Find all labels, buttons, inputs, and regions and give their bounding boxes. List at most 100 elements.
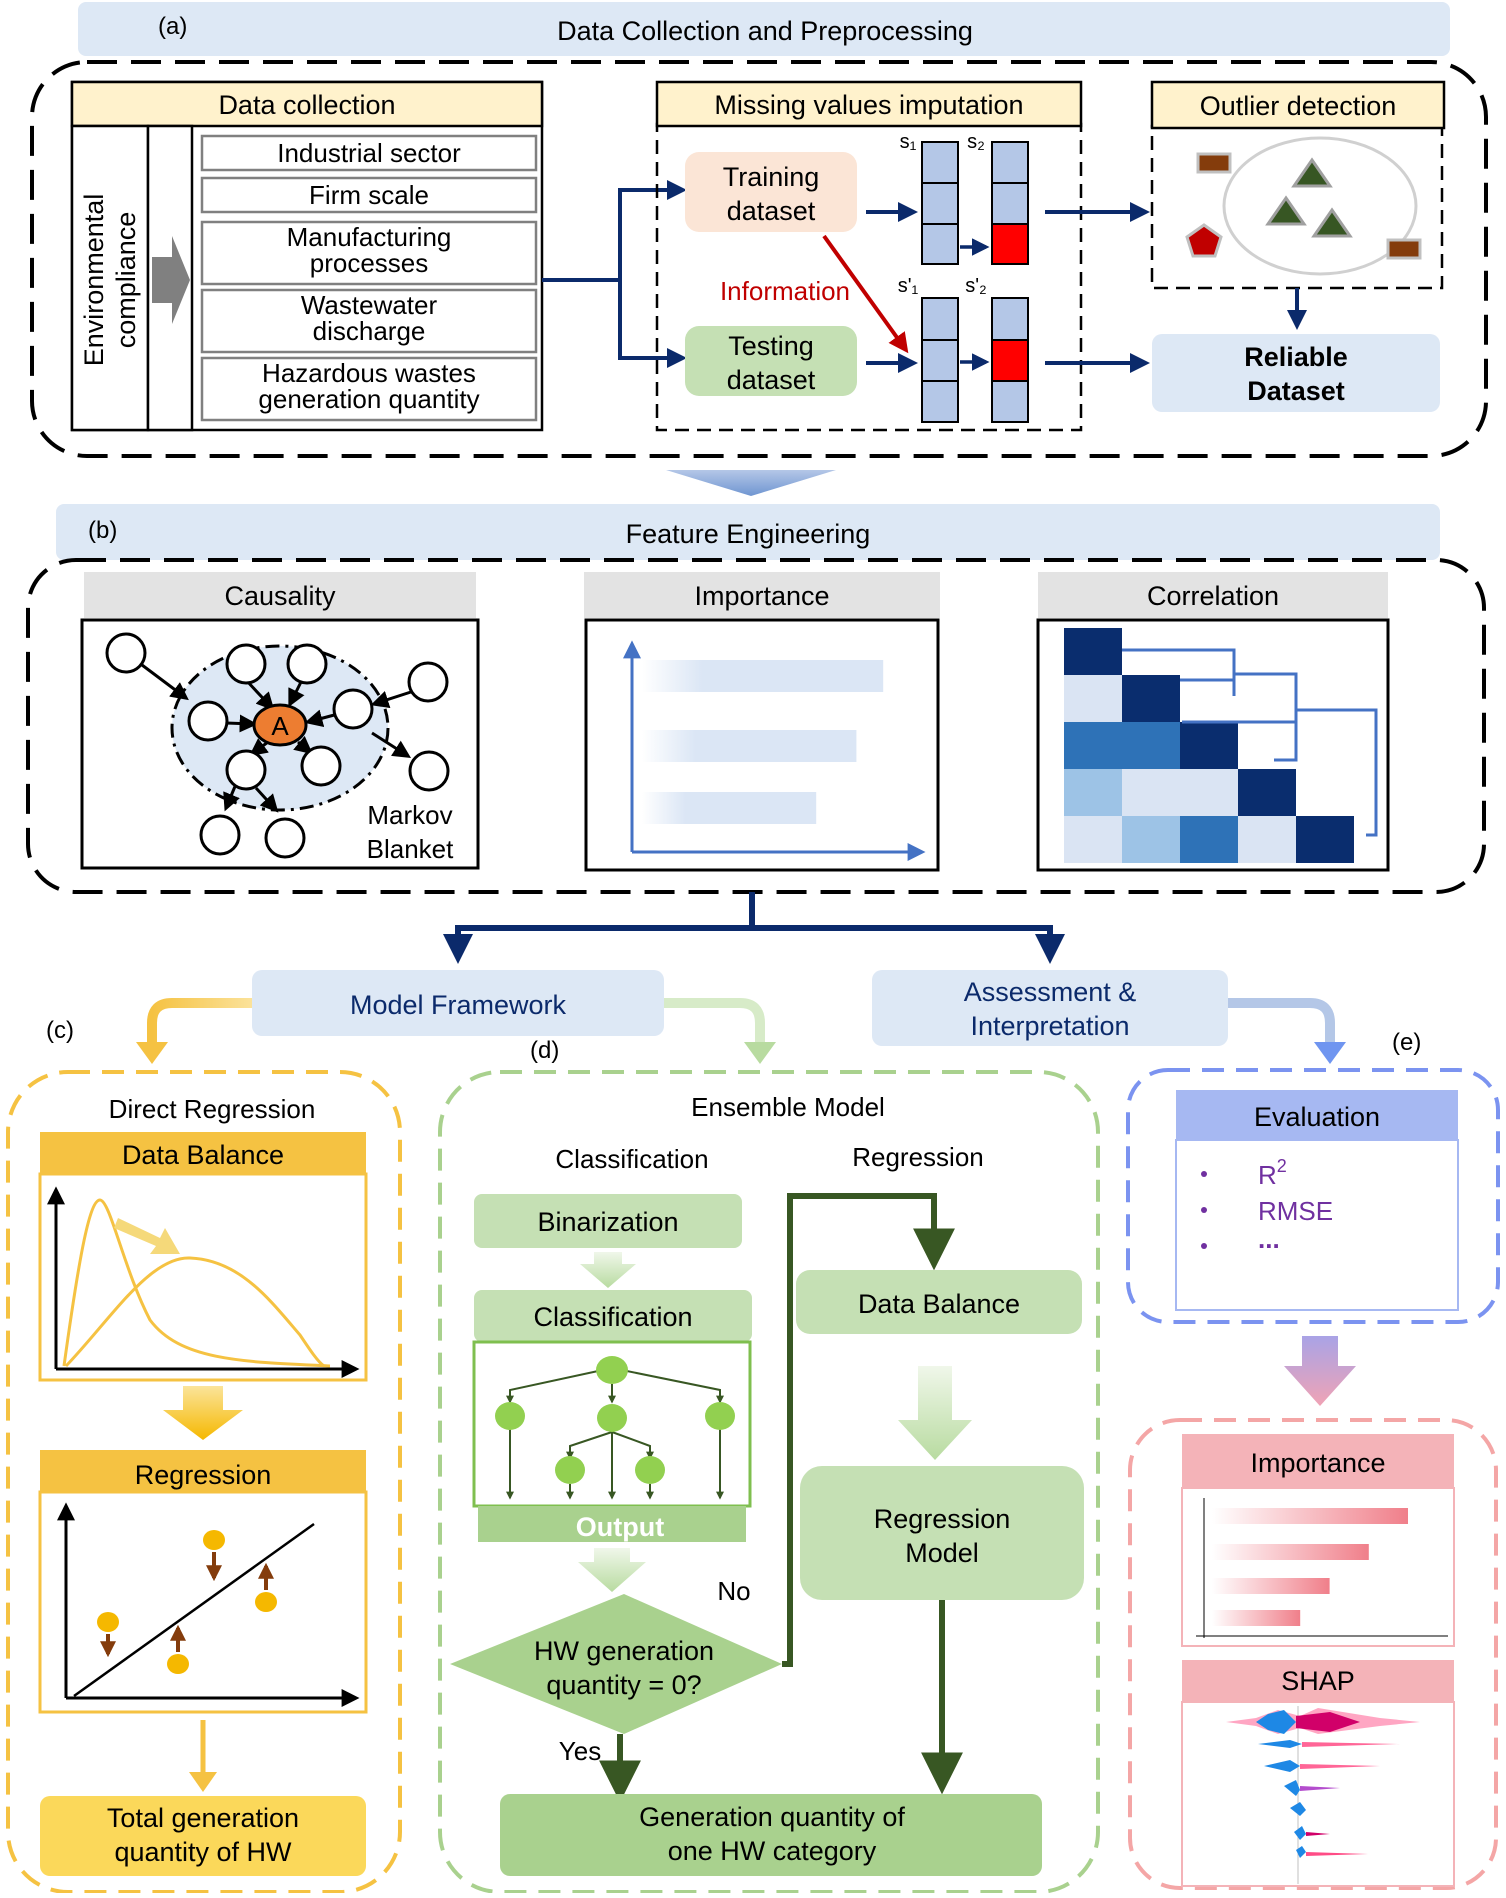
markov-blanket-label-1: Markov (367, 800, 452, 830)
e-down-arrow (1284, 1336, 1356, 1406)
panel-e-interpret-frame (1128, 1418, 1498, 1890)
panel-e-letter: (e) (1392, 1029, 1421, 1056)
correlation-header-label: Correlation (1147, 581, 1279, 611)
collection-item-label: discharge (313, 316, 426, 346)
decision-tree-nodes (495, 1356, 735, 1484)
d-down-arrow-3 (898, 1366, 972, 1460)
causality-header-label: Causality (224, 581, 336, 611)
collection-item-label: Hazardous wastes (262, 358, 476, 388)
data-collection-block: Data collection Environmental compliance… (70, 80, 544, 432)
heatmap-cell (1122, 722, 1180, 769)
classification-box-label: Classification (533, 1302, 692, 1332)
metric-more: ... (1258, 1224, 1280, 1254)
heatmap-cell (1180, 722, 1238, 769)
vertical-label-environmental: Environmental (79, 194, 109, 367)
decision-label-1: HW generation (534, 1636, 714, 1666)
heatmap-cell (1122, 816, 1180, 863)
decision-label-2: quantity = 0? (546, 1670, 701, 1700)
collection-item-label: processes (310, 248, 429, 278)
testing-dataset-box (685, 326, 857, 396)
importance-bar (642, 660, 884, 692)
heatmap-cell (1064, 816, 1122, 863)
metric-r2-exponent: 2 (1277, 1156, 1287, 1176)
importance-bar (642, 730, 857, 762)
collection-item-label: Wastewater (301, 290, 438, 320)
regression-model-box (800, 1466, 1084, 1600)
imputation-header-label: Missing values imputation (714, 90, 1023, 120)
e-importance-label: Importance (1250, 1448, 1385, 1478)
model-framework-box (252, 970, 664, 1036)
generation-quantity-box (500, 1794, 1042, 1876)
collection-item-box (200, 134, 538, 172)
outlier-header-label: Outlier detection (1200, 91, 1397, 121)
panel-d: (d) Ensemble Model Classification Regres… (438, 1037, 1100, 1894)
heatmap-cell (1064, 769, 1122, 816)
outlier-block: Outlier detection (1150, 80, 1446, 290)
collection-item-label: Industrial sector (277, 138, 461, 168)
panel-c-title: Direct Regression (109, 1094, 316, 1124)
assessment-box (872, 970, 1228, 1046)
classification-column-label: Classification (555, 1144, 708, 1174)
output-label: Output (576, 1512, 664, 1542)
c-skewed-distribution (62, 1198, 331, 1368)
arrow-a-to-b (666, 470, 836, 496)
c-down-arrow-2-head (189, 1772, 217, 1792)
training-dataset-label-1: Training (723, 162, 820, 192)
heatmap-cell (1180, 769, 1238, 816)
s2-prime-label: s'₂ (965, 275, 987, 297)
importance-bar (642, 792, 817, 824)
assessment-label-2: Interpretation (970, 1011, 1129, 1041)
information-arrow (822, 234, 909, 354)
training-dataset-label-2: dataset (727, 196, 816, 226)
c-regression-header (40, 1450, 366, 1492)
metric-r2: R2 (1258, 1156, 1287, 1190)
c-down-arrow-1 (163, 1386, 243, 1440)
generation-quantity-label-1: Generation quantity of (639, 1802, 905, 1832)
binarization-label: Binarization (537, 1207, 678, 1237)
e-importance-bars (1212, 1508, 1408, 1626)
panel-a-dashed-frame (30, 60, 1488, 458)
panel-b: (b) Feature Engineering Causality (26, 504, 1486, 894)
collection-item-box (200, 220, 538, 286)
heatmap-cell (1122, 769, 1180, 816)
inlier-triangle-3 (1311, 207, 1353, 238)
data-collection-header-label: Data collection (218, 90, 395, 120)
reliable-dataset-label-2: Dataset (1247, 376, 1345, 406)
testing-dataset-label-2: dataset (727, 365, 816, 395)
decision-tree-edges (506, 1367, 724, 1500)
decision-diamond (450, 1594, 782, 1734)
e-importance-bar (1212, 1508, 1408, 1524)
classification-box (474, 1290, 752, 1342)
causal-graph-nodes (105, 632, 450, 859)
curved-arrow-to-d-head (744, 1042, 776, 1064)
reliable-dataset-box (1152, 334, 1440, 412)
missing-value-cell (991, 223, 1029, 265)
causality-header (84, 572, 476, 618)
shap-beeswarm (1226, 1708, 1420, 1858)
e-importance-bar (1212, 1578, 1330, 1594)
collection-item-box (200, 176, 538, 214)
s1-label: s₁ (900, 131, 917, 153)
panel-d-title: Ensemble Model (691, 1092, 885, 1122)
generation-quantity-label-2: one HW category (668, 1836, 877, 1866)
column-s2-prime (991, 297, 1029, 423)
collection-item-label: Firm scale (309, 180, 429, 210)
c-data-balance-label: Data Balance (122, 1140, 284, 1170)
c-data-balance-frame (38, 1172, 368, 1382)
inlier-triangle-2 (1265, 195, 1307, 226)
regression-model-label-1: Regression (874, 1504, 1011, 1534)
heatmap-cell (1064, 675, 1122, 722)
e-importance-bar (1212, 1544, 1369, 1560)
inlier-cluster (1222, 136, 1418, 276)
shap-label: SHAP (1281, 1666, 1355, 1696)
panel-c-dashed-frame (6, 1070, 402, 1894)
connector-collection-to-split (542, 180, 687, 282)
c-balance-arrow (114, 1218, 180, 1254)
total-generation-label-1: Total generation (107, 1803, 299, 1833)
panel-a: (a) Data Collection and Preprocessing Da… (30, 2, 1488, 458)
binarization-box (474, 1194, 742, 1248)
target-node-a (252, 703, 308, 747)
panel-b-title: Feature Engineering (626, 519, 871, 549)
c-regression-frame (38, 1490, 368, 1714)
